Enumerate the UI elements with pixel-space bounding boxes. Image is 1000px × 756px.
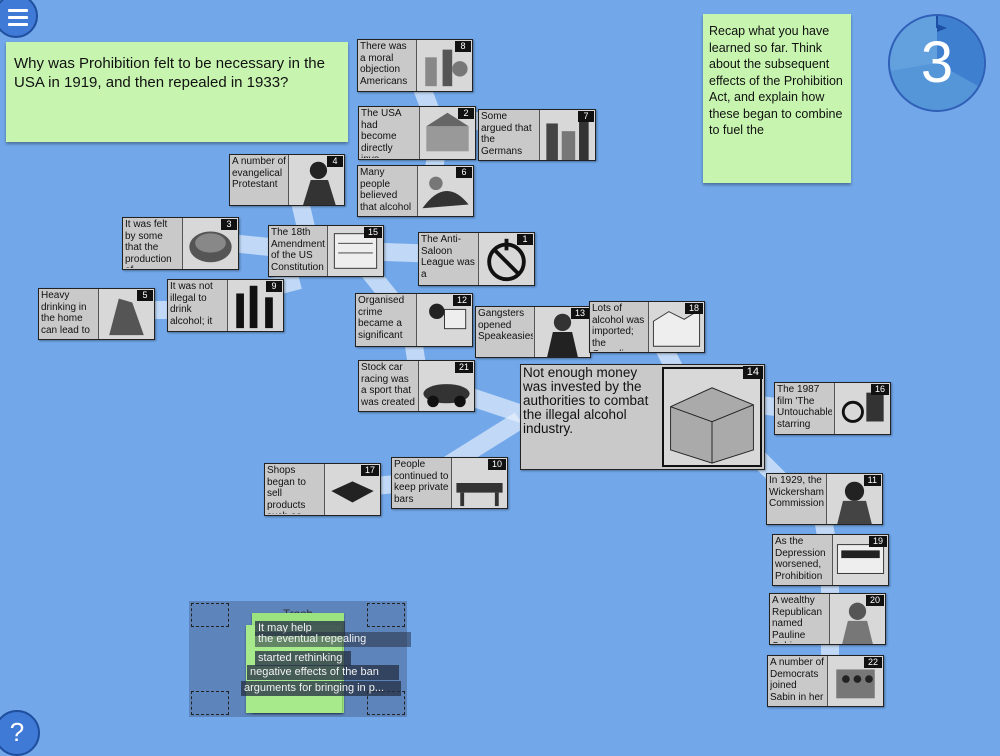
card-number: 11	[863, 475, 881, 486]
card-text: The USA had become directly invo-	[361, 108, 402, 158]
card-text: A wealthy Republican named Pauline Sabin	[772, 595, 823, 643]
card-text: The 1987 film 'The Untouchables' starrin…	[777, 384, 832, 430]
card-number: 15	[363, 227, 382, 238]
evidence-card-6[interactable]: Many people believed that alcohol 6	[357, 165, 474, 217]
card-text: Some argued that the Germans	[481, 111, 532, 157]
card-illustration	[534, 307, 590, 357]
evidence-card-8[interactable]: There was a moral objection Americans 8	[357, 39, 473, 92]
evidence-card-14[interactable]: Not enough money was invested by the aut…	[520, 364, 765, 470]
card-number: 19	[868, 536, 887, 547]
card-number: 20	[865, 595, 884, 606]
evidence-card-15[interactable]: The 18th Amendment of the US Constitutio…	[268, 225, 384, 277]
evidence-card-18[interactable]: Lots of alcohol was imported; the Canadi…	[589, 301, 705, 353]
evidence-card-20[interactable]: A wealthy Republican named Pauline Sabin…	[769, 593, 886, 645]
card-text: Heavy drinking in the home can lead to	[41, 290, 90, 336]
card-number: 12	[452, 295, 471, 306]
trash-slot	[191, 691, 229, 715]
card-illustration	[834, 383, 890, 434]
card-illustration	[419, 107, 475, 159]
evidence-card-3[interactable]: It was felt by some that the production …	[122, 217, 239, 270]
card-number: 21	[454, 362, 473, 373]
card-illustration	[417, 166, 473, 216]
discarded-note-text: started rethinking	[255, 651, 351, 666]
evidence-card-7[interactable]: Some argued that the Germans 7	[478, 109, 596, 161]
card-text: Organised crime became a significant	[358, 295, 405, 341]
discarded-note-text: the eventual repealing	[255, 632, 411, 647]
card-text: Not enough money was invested by the aut…	[523, 366, 649, 436]
question-note[interactable]: Why was Prohibition felt to be necessary…	[6, 42, 348, 142]
card-number: 13	[570, 308, 589, 319]
recap-note[interactable]: Recap what you have learned so far. Thin…	[703, 14, 851, 183]
card-text: It was not illegal to drink alcohol; it	[170, 281, 213, 327]
hamburger-menu-icon	[8, 23, 28, 26]
card-illustration	[662, 367, 762, 467]
countdown-timer[interactable]: 3	[888, 14, 986, 112]
card-illustration	[182, 218, 238, 269]
card-illustration	[826, 474, 882, 524]
card-number: 17	[360, 465, 379, 476]
card-number: 2	[458, 108, 474, 119]
discarded-note-text: negative effects of the ban	[247, 665, 399, 680]
card-number: 4	[327, 156, 343, 167]
evidence-card-19[interactable]: As the Depression worsened, Prohibition …	[772, 534, 889, 586]
evidence-card-4[interactable]: A number of evangelical Protestant 4	[229, 154, 345, 206]
card-text: Shops began to sell products such as	[267, 465, 306, 514]
timer-value: 3	[920, 30, 954, 95]
card-illustration	[418, 361, 474, 411]
card-text: In 1929, the Wickersham Commission	[769, 475, 824, 509]
card-number: 9	[266, 281, 282, 292]
menu-button[interactable]	[0, 0, 38, 38]
card-number: 1	[517, 234, 533, 245]
question-text: Why was Prohibition felt to be necessary…	[14, 55, 325, 91]
evidence-card-12[interactable]: Organised crime became a significant 12	[355, 293, 473, 347]
timer-progress-icon	[890, 16, 984, 86]
card-text: A number of evangelical Protestant	[232, 156, 286, 190]
hamburger-menu-icon	[8, 16, 28, 19]
card-text: Gangsters opened Speakeasies	[478, 308, 533, 342]
card-illustration	[327, 226, 383, 276]
card-text: A number of Democrats joined Sabin in he…	[770, 657, 824, 703]
evidence-card-10[interactable]: People continued to keep private bars 10	[391, 457, 508, 509]
evidence-card-16[interactable]: The 1987 film 'The Untouchables' starrin…	[774, 382, 891, 435]
card-illustration	[227, 280, 283, 331]
card-number: 10	[487, 459, 506, 470]
card-number: 14	[742, 366, 763, 379]
evidence-card-13[interactable]: Gangsters opened Speakeasies 13	[475, 306, 591, 358]
card-text: The Anti-Saloon League was a	[421, 234, 475, 280]
card-text: Many people believed that alcohol	[360, 167, 412, 213]
trash-slot	[367, 603, 405, 627]
card-illustration	[827, 656, 883, 706]
trash-area[interactable]: Trash It may help the eventual repealing…	[189, 601, 411, 717]
evidence-card-22[interactable]: A number of Democrats joined Sabin in he…	[767, 655, 884, 707]
card-text: As the Depression worsened, Prohibition	[775, 536, 826, 582]
evidence-card-17[interactable]: Shops began to sell products such as 17	[264, 463, 381, 516]
card-number: 8	[455, 41, 471, 52]
help-button[interactable]: ?	[0, 710, 40, 756]
help-icon: ?	[9, 717, 25, 747]
evidence-card-2[interactable]: The USA had become directly invo- 2	[358, 106, 476, 160]
evidence-card-1[interactable]: The Anti-Saloon League was a 1	[418, 232, 535, 286]
card-text: People continued to keep private bars	[394, 459, 449, 505]
card-text: Lots of alcohol was imported; the Canadi…	[592, 303, 645, 351]
card-number: 7	[578, 111, 594, 122]
card-number: 22	[863, 657, 882, 668]
card-number: 6	[456, 167, 472, 178]
card-text: Stock car racing was a sport that was cr…	[361, 362, 415, 408]
discarded-note-text: arguments for bringing in p...	[241, 681, 401, 696]
card-text: It was felt by some that the production …	[125, 219, 172, 268]
card-text: The 18th Amendment of the US Constitutio…	[271, 227, 325, 273]
hamburger-menu-icon	[8, 9, 28, 12]
evidence-card-5[interactable]: Heavy drinking in the home can lead to 5	[38, 288, 155, 340]
evidence-card-11[interactable]: In 1929, the Wickersham Commission 11	[766, 473, 883, 525]
recap-text: Recap what you have learned so far. Thin…	[709, 24, 843, 137]
card-number: 3	[221, 219, 237, 230]
card-illustration	[98, 289, 154, 339]
evidence-card-9[interactable]: It was not illegal to drink alcohol; it …	[167, 279, 284, 332]
card-number: 5	[137, 290, 153, 301]
card-number: 18	[684, 303, 703, 314]
card-text: There was a moral objection Americans	[360, 41, 408, 87]
evidence-card-21[interactable]: Stock car racing was a sport that was cr…	[358, 360, 475, 412]
trash-slot	[191, 603, 229, 627]
card-number: 16	[870, 384, 889, 395]
